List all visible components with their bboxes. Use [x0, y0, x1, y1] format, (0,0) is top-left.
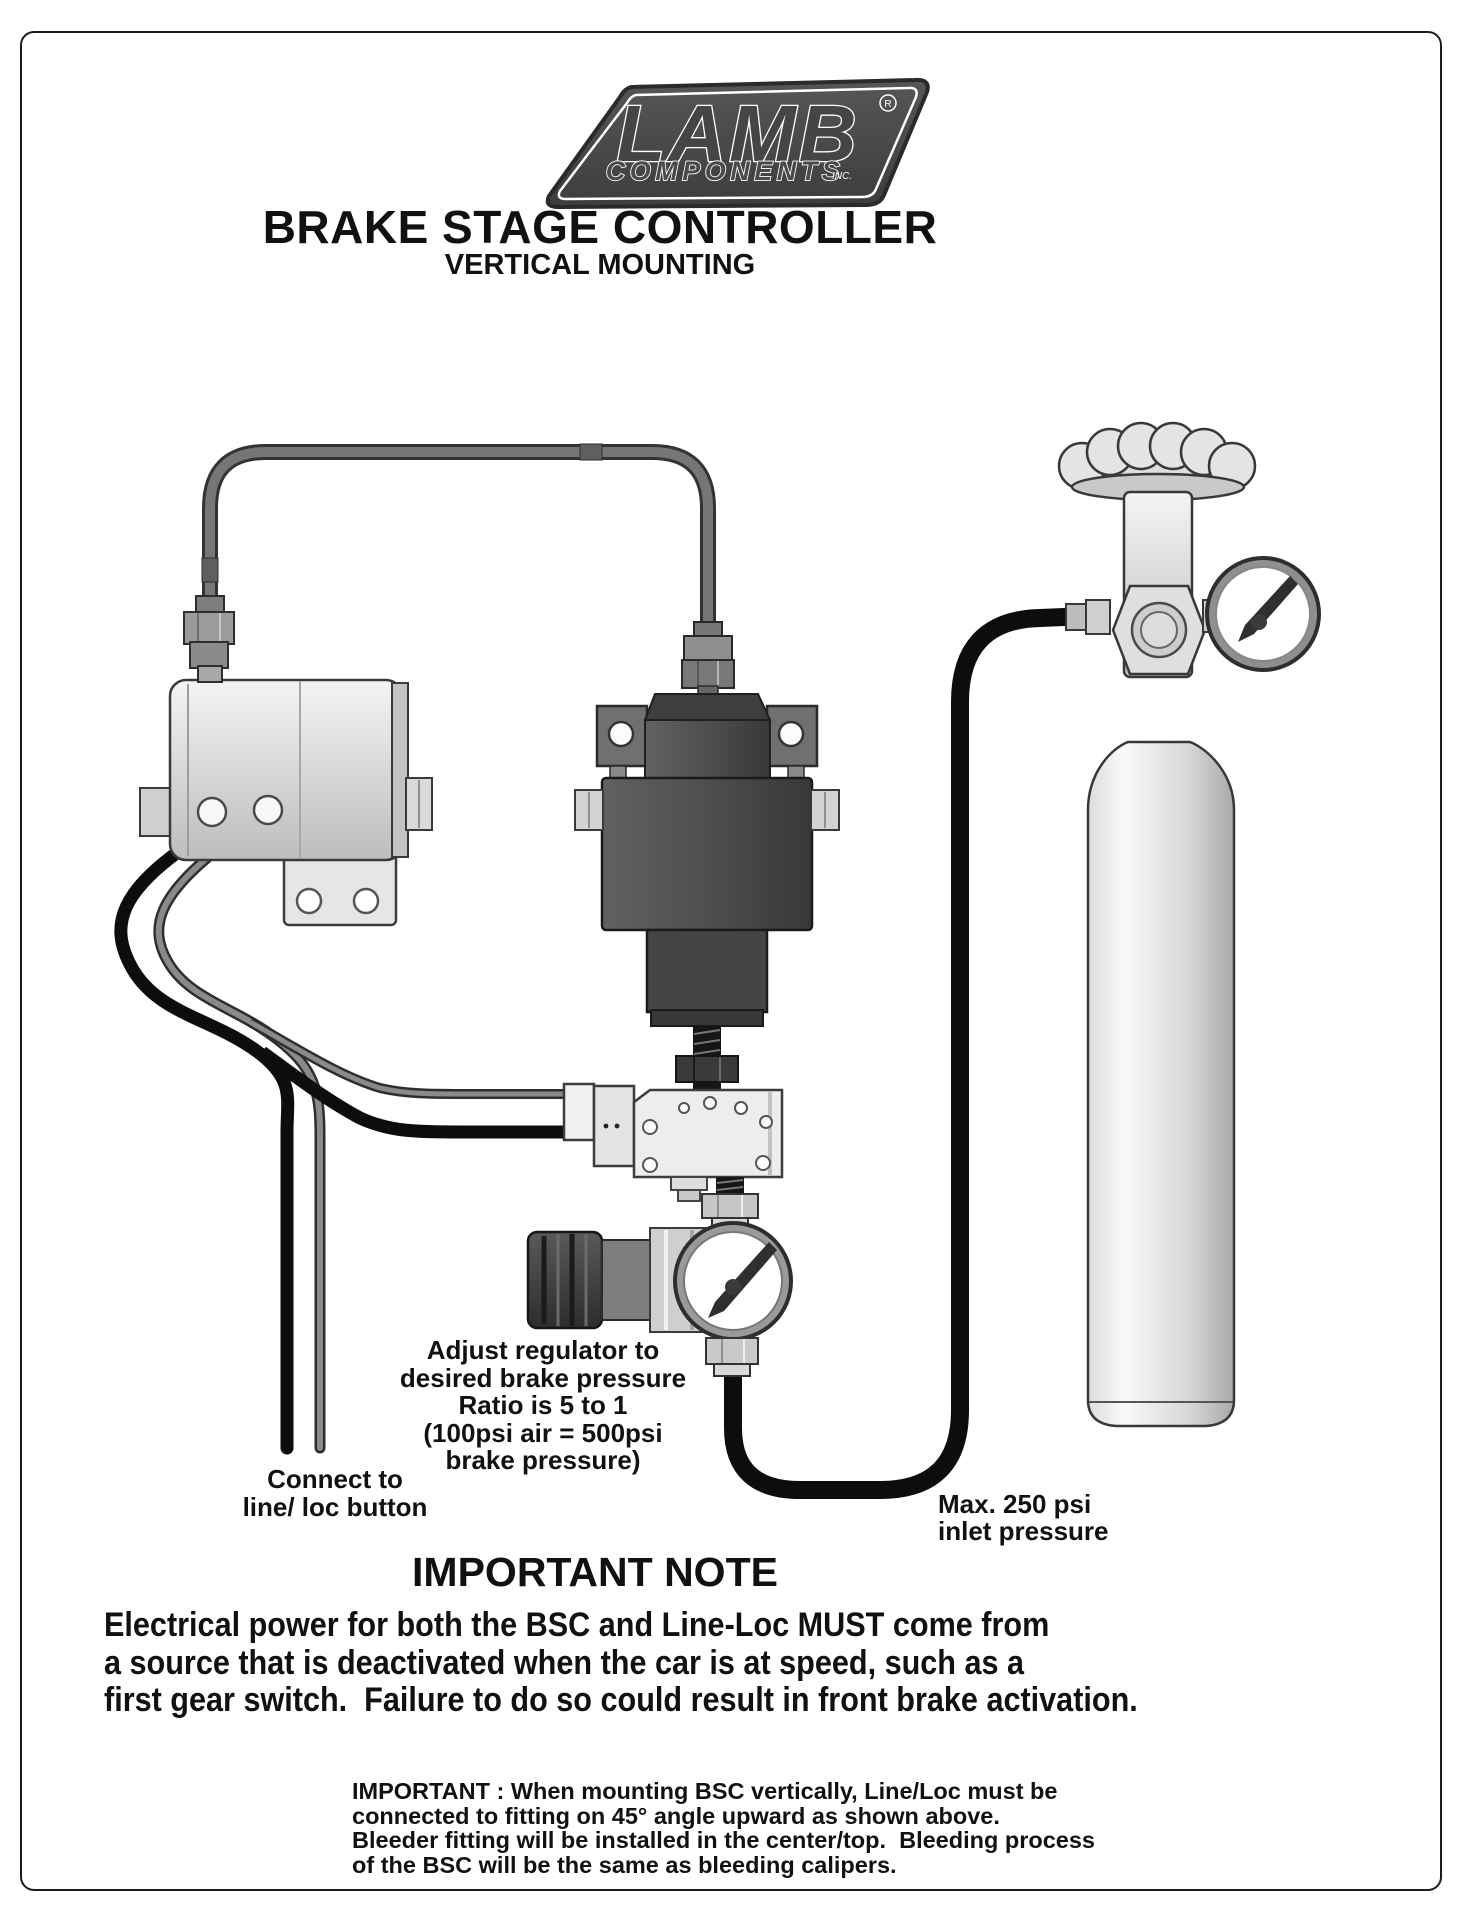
logo-inner-outline: [557, 86, 918, 201]
bsc-unit: [574, 621, 840, 1094]
logo-inc-text: INC.: [832, 171, 852, 182]
manifold-inlet-fitting: [562, 1082, 596, 1142]
important-note-paragraph: Electrical power for both the BSC and Li…: [104, 1606, 1138, 1719]
page-border: [20, 31, 1442, 1891]
max-inlet-pressure-label: Max. 250 psi inlet pressure: [938, 1489, 1109, 1546]
line-loc-solenoid: [139, 595, 433, 927]
bottle-gauge: [1205, 556, 1321, 672]
pressure-regulator: [526, 1221, 793, 1377]
mounting-note-paragraph: IMPORTANT : When mounting BSC vertically…: [352, 1778, 1095, 1878]
adjust-regulator-label: Adjust regulator to desired brake pressu…: [399, 1335, 687, 1475]
svg-text:R: R: [884, 99, 891, 110]
regulator-gauge: [673, 1221, 793, 1341]
logo-company-text: COMPONENTS: [606, 156, 845, 186]
connect-line-loc-label: Connect to line/ loc button: [242, 1464, 428, 1522]
bottle-body: [1086, 740, 1236, 1428]
bottle-handwheel: [1057, 421, 1257, 502]
supply-hose: [724, 607, 1097, 1499]
gauge-needle: [708, 1242, 777, 1318]
bleeder-fitting: [670, 1176, 708, 1202]
bottle-valve-body: [1111, 584, 1207, 676]
registered-trademark-icon: R: [879, 94, 897, 112]
page-title: BRAKE STAGE CONTROLLER: [262, 201, 938, 253]
page-subtitle: VERTICAL MOUNTING: [444, 249, 756, 281]
logo-brand-text: LAMB: [616, 89, 859, 178]
co2-bottle: [1057, 421, 1321, 1428]
logo-badge: [545, 77, 930, 210]
air-tube: [201, 443, 716, 624]
lamb-components-logo: LAMB COMPONENTS INC. R: [545, 77, 930, 210]
compression-fitting: [183, 595, 235, 683]
manifold-block: [562, 1082, 784, 1231]
regulator-knob: [526, 1230, 604, 1330]
electrical-wires: [114, 833, 326, 1455]
important-note-heading: IMPORTANT NOTE: [412, 1549, 778, 1595]
lines-to-manifold: [247, 1017, 576, 1139]
